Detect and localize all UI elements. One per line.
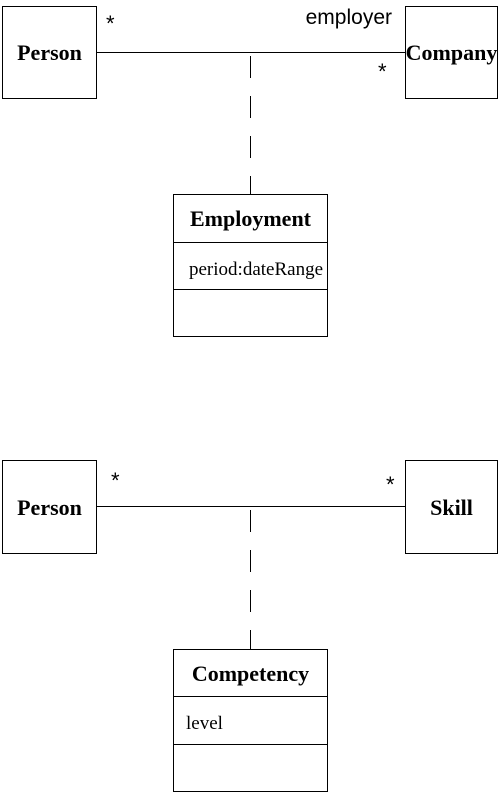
competency-class[interactable]: Competency level bbox=[173, 649, 328, 792]
top-diagram: Person Company * * employer Employment p… bbox=[2, 6, 498, 337]
bottom-skill-class-name: Skill bbox=[430, 495, 473, 520]
top-person-class-box[interactable] bbox=[2, 6, 97, 99]
competency-class-box[interactable] bbox=[173, 649, 328, 792]
employment-attribute-period: period:dateRange bbox=[189, 259, 323, 280]
employment-class-name: Employment bbox=[190, 206, 312, 231]
bottom-skill-class-box[interactable] bbox=[405, 460, 498, 554]
top-role-employer: employer bbox=[306, 6, 392, 29]
top-company-class-box[interactable] bbox=[405, 6, 498, 99]
bottom-multiplicity-right: * bbox=[386, 472, 395, 497]
bottom-person-class-name: Person bbox=[17, 495, 82, 520]
top-multiplicity-right: * bbox=[378, 59, 387, 84]
bottom-person-class-box[interactable] bbox=[2, 460, 97, 554]
bottom-diagram: Person Skill * * Competency level bbox=[2, 460, 498, 792]
competency-attribute-level: level bbox=[186, 713, 223, 734]
employment-class-box[interactable] bbox=[173, 194, 328, 337]
competency-class-name: Competency bbox=[192, 661, 309, 686]
employment-class[interactable]: Employment period:dateRange bbox=[173, 194, 328, 337]
bottom-multiplicity-left: * bbox=[111, 468, 120, 493]
top-person-class-name: Person bbox=[17, 40, 82, 65]
top-company-class-name: Company bbox=[406, 40, 498, 65]
top-multiplicity-left: * bbox=[106, 11, 115, 36]
